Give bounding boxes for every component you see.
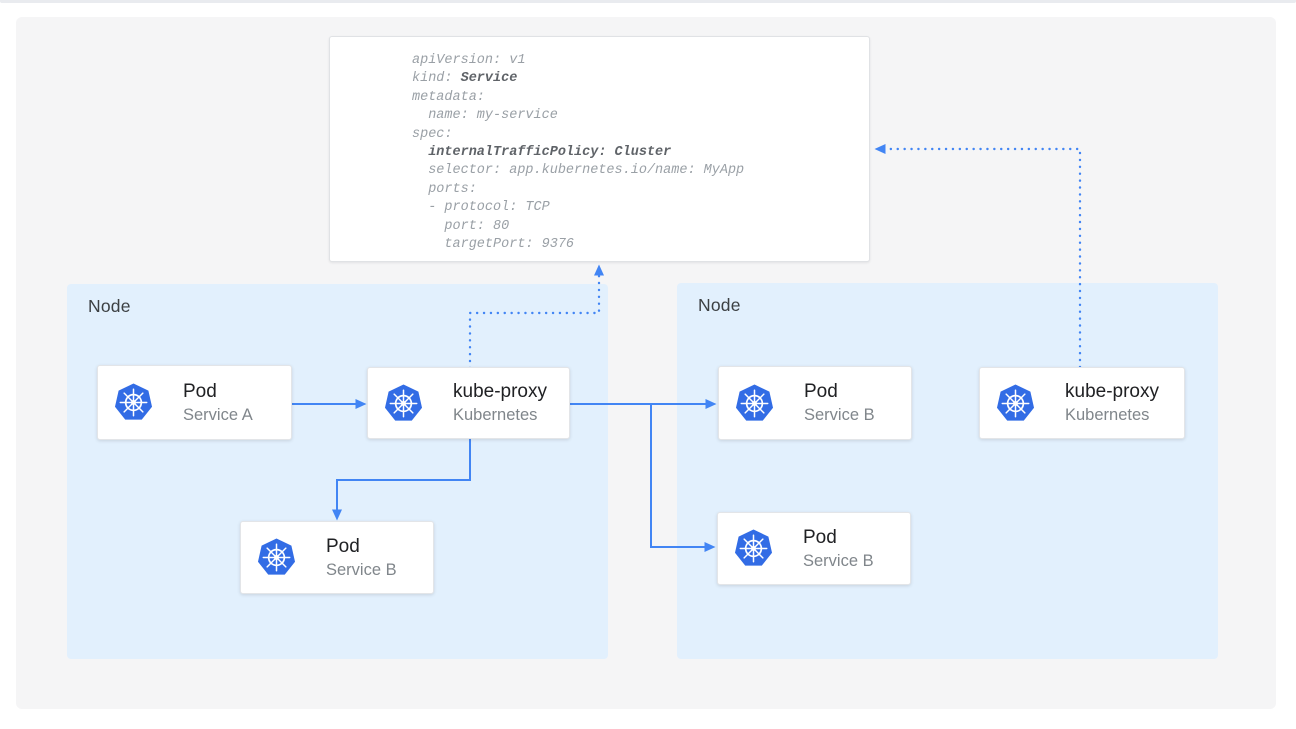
yaml-code: apiVersion: v1 kind: Service metadata: nam… [412, 52, 859, 254]
card-title: Pod [326, 535, 360, 557]
yaml-line: selector: app.kubernetes.io/name: MyApp [412, 163, 745, 179]
card-title: kube-proxy [453, 381, 547, 402]
kubernetes-icon [732, 527, 775, 570]
yaml-line: spec: [412, 126, 453, 142]
card-subtitle: Service B [804, 406, 875, 424]
card-subtitle: Service B [803, 551, 874, 570]
node-box-left: Node [67, 284, 608, 659]
node-label: Node [88, 296, 131, 316]
card-kube-proxy-left: kube-proxy Kubernetes [367, 367, 570, 439]
card-subtitle: Kubernetes [453, 406, 538, 424]
yaml-line: - protocol: TCP [412, 200, 550, 216]
yaml-line: kind: Service [412, 71, 518, 87]
yaml-line: internalTrafficPolicy: Cluster [428, 145, 672, 161]
card-title: Pod [804, 381, 838, 402]
card-title: Pod [183, 380, 217, 402]
yaml-line: port: 80 [412, 218, 510, 234]
kubernetes-icon [994, 382, 1037, 425]
card-subtitle: Service A [183, 405, 253, 424]
card-pod-service-a: Pod Service A [97, 365, 292, 440]
service-yaml-card: apiVersion: v1 kind: Service metadata: nam… [329, 36, 870, 262]
yaml-line: apiVersion: v1 [412, 53, 526, 68]
kubernetes-icon [112, 381, 155, 424]
window-top-border [0, 0, 1296, 3]
card-pod-service-b-right-top: Pod Service B [718, 366, 912, 440]
kubernetes-icon [255, 536, 298, 579]
yaml-line: targetPort: 9376 [412, 237, 575, 253]
kubernetes-icon [733, 382, 776, 425]
yaml-line: metadata: [412, 89, 485, 105]
yaml-line: name: my-service [412, 108, 558, 124]
card-title: Pod [803, 526, 837, 548]
yaml-line: ports: [412, 181, 477, 197]
card-subtitle: Kubernetes [1065, 406, 1150, 424]
kubernetes-icon [382, 382, 425, 425]
card-title: kube-proxy [1065, 381, 1159, 402]
card-pod-service-b-right-bottom: Pod Service B [717, 512, 911, 585]
node-box-right: Node [677, 283, 1218, 659]
card-kube-proxy-right: kube-proxy Kubernetes [979, 367, 1185, 439]
node-label: Node [698, 295, 741, 315]
card-pod-service-b-left: Pod Service B [240, 521, 434, 594]
card-subtitle: Service B [326, 560, 397, 579]
